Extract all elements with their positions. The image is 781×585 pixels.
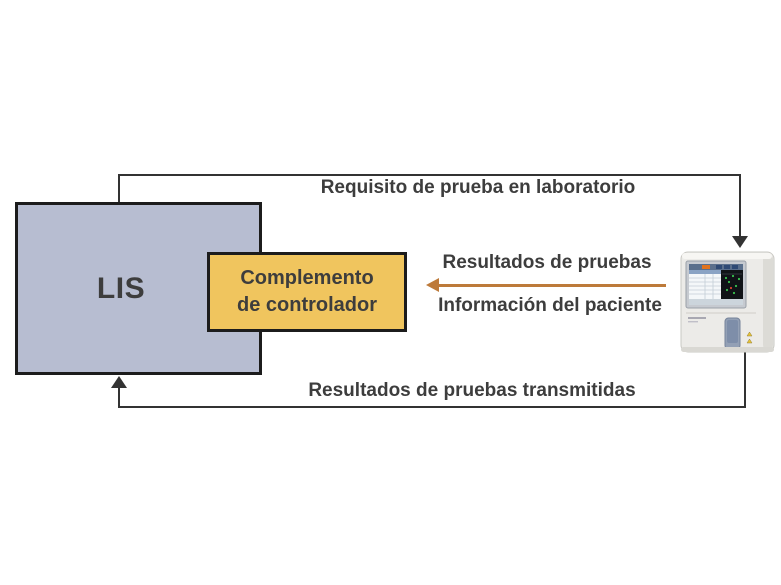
connector-top-right-vertical <box>739 174 741 237</box>
label-lab-test-request: Requisito de prueba en laboratorio <box>320 177 636 198</box>
label-transmitted-results: Resultados de pruebas transmitidas <box>308 380 636 401</box>
connector-bottom-left-vertical <box>118 388 120 408</box>
screen-orange-button <box>702 265 710 269</box>
connector-device-vertical <box>744 352 746 408</box>
analyzer-top-highlight <box>682 253 772 259</box>
driver-plugin-label-line2: de controlador <box>236 294 377 316</box>
screen-status-bar <box>689 299 743 305</box>
driver-plugin-box: Complemento de controlador <box>207 252 407 332</box>
lis-label: LIS <box>96 271 146 305</box>
analyzer-side-shade <box>763 254 773 350</box>
connector-bottom-horizontal <box>118 406 746 408</box>
label-test-results: Resultados de pruebas <box>442 252 652 273</box>
warning-triangle-icon <box>746 331 753 337</box>
scatter-dot-red <box>729 286 733 290</box>
analyzer-base <box>681 347 774 352</box>
warning-triangle-icon <box>746 338 753 344</box>
screen-table-rows <box>689 274 721 299</box>
screen-table-header <box>689 270 721 274</box>
arrow-left-icon <box>426 278 439 292</box>
results-arrow-shaft <box>438 284 666 287</box>
connector-top-horizontal <box>118 174 741 176</box>
scatter-dots <box>724 274 741 295</box>
brand-mark-sub <box>688 321 698 323</box>
screen-blue-button <box>724 265 730 269</box>
screen-blue-button <box>716 265 722 269</box>
label-patient-info: Información del paciente <box>438 295 662 316</box>
arrow-down-icon <box>732 236 748 248</box>
screen-blue-button <box>732 265 738 269</box>
driver-plugin-label-line1: Complemento <box>240 267 374 289</box>
sample-door-inner <box>727 320 738 343</box>
hematology-analyzer <box>680 251 775 353</box>
connector-top-left-vertical <box>118 174 120 202</box>
brand-mark <box>688 317 706 319</box>
arrow-up-icon <box>111 376 127 388</box>
